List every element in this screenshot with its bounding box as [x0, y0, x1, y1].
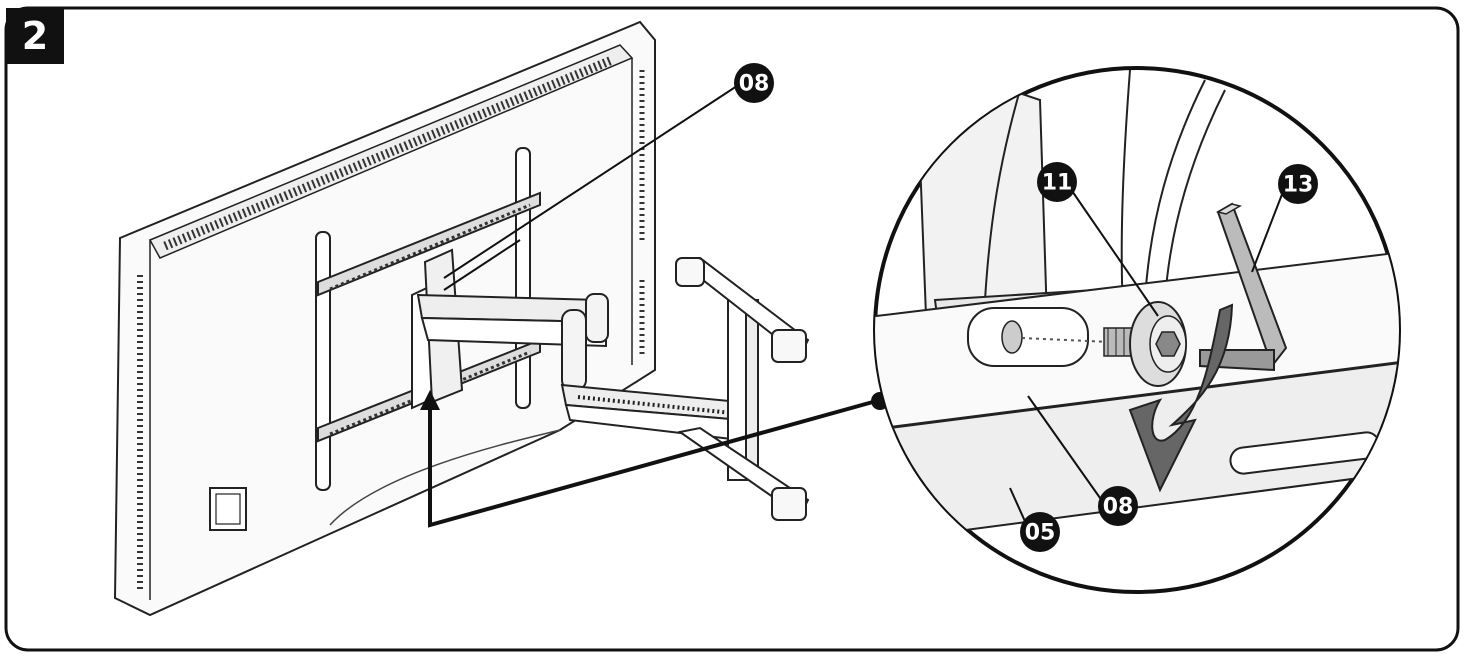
callout-08-detail: 08 — [1098, 486, 1138, 526]
svg-text:13: 13 — [1283, 173, 1314, 198]
callout-13: 13 — [1278, 164, 1318, 204]
svg-text:05: 05 — [1025, 521, 1056, 546]
screw-11 — [1103, 301, 1187, 387]
tv-top-vents — [163, 55, 614, 251]
detail-arrow — [428, 398, 881, 528]
callout-08-main: 08 — [734, 63, 774, 103]
rotation-arrow — [1128, 303, 1234, 493]
callout-11: 11 — [1037, 162, 1077, 202]
detail-circle — [873, 66, 1401, 594]
step-number: 2 — [6, 8, 64, 64]
leader-13 — [1251, 183, 1287, 273]
leader-08-main — [443, 83, 741, 279]
svg-text:08: 08 — [739, 72, 770, 97]
svg-text:11: 11 — [1042, 171, 1073, 196]
arrow-head — [420, 390, 440, 410]
mount-arm — [411, 248, 810, 521]
callout-05: 05 — [1020, 512, 1060, 552]
leader-11 — [1069, 187, 1159, 317]
svg-text:08: 08 — [1103, 495, 1134, 520]
leader-08-detail — [1027, 395, 1106, 506]
